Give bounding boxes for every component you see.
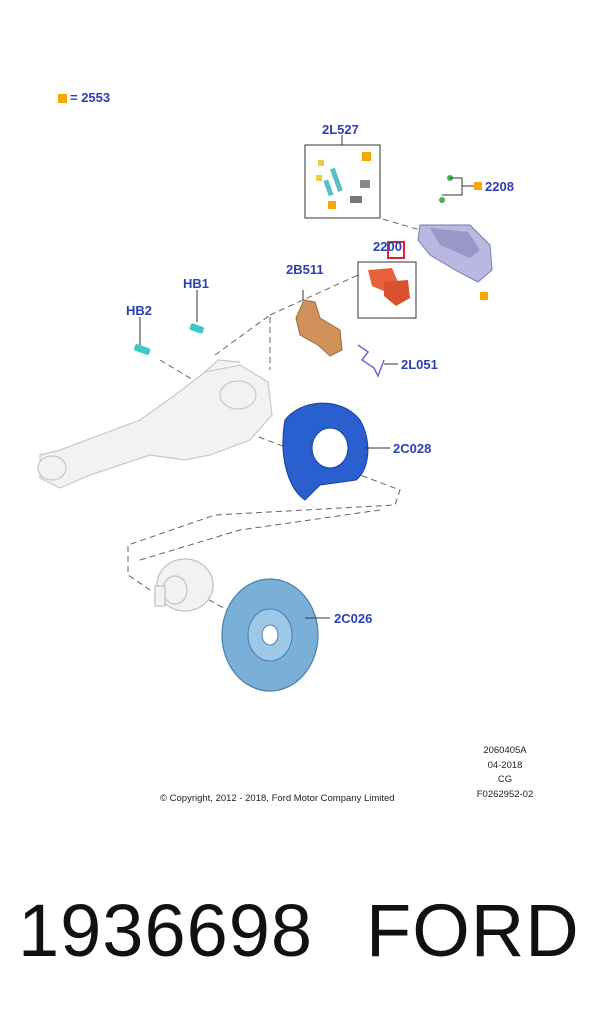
part-number: 1936698 bbox=[18, 889, 314, 972]
dust-shield bbox=[282, 402, 390, 501]
callout-2L527: 2L527 bbox=[322, 122, 359, 137]
drawing-cg: CG bbox=[497, 774, 513, 785]
callout-2B511: 2B511 bbox=[286, 262, 324, 277]
callout-HB1: HB1 bbox=[183, 276, 210, 291]
wear-sensor bbox=[357, 344, 385, 378]
legend-text: = 2553 bbox=[70, 90, 111, 105]
callout-2200: 2200 bbox=[373, 239, 402, 254]
brake-caliper bbox=[417, 175, 493, 300]
wheel-hub bbox=[154, 558, 214, 612]
hardware-kit-box bbox=[304, 144, 381, 219]
caliper-bracket bbox=[295, 290, 343, 357]
bolt-hb1 bbox=[189, 323, 205, 334]
brand-name: FORD bbox=[366, 889, 580, 972]
figure-id: F0262952-02 bbox=[476, 788, 534, 800]
copyright-text: © Copyright, 2012 - 2018, Ford Motor Com… bbox=[160, 793, 395, 804]
bolt-hb2 bbox=[134, 344, 151, 355]
drawing-info: 2060405A 04-2018 CG F0262952-02 bbox=[460, 744, 550, 802]
callout-HB2: HB2 bbox=[126, 303, 153, 318]
callout-2C026: 2C026 bbox=[334, 611, 373, 626]
legend-square-icon bbox=[58, 94, 67, 103]
brake-pads-box bbox=[357, 241, 417, 319]
brake-disc bbox=[221, 578, 330, 692]
drawing-code: 2060405A bbox=[483, 745, 527, 756]
trailing-arm bbox=[37, 359, 273, 489]
callout-2L051: 2L051 bbox=[401, 357, 438, 372]
leader-lines bbox=[139, 135, 343, 345]
callout-2C028: 2C028 bbox=[393, 441, 432, 456]
exploded-brake-diagram bbox=[37, 135, 493, 692]
drawing-date: 04-2018 bbox=[487, 759, 523, 771]
callout-2208: 2208 bbox=[485, 179, 514, 194]
